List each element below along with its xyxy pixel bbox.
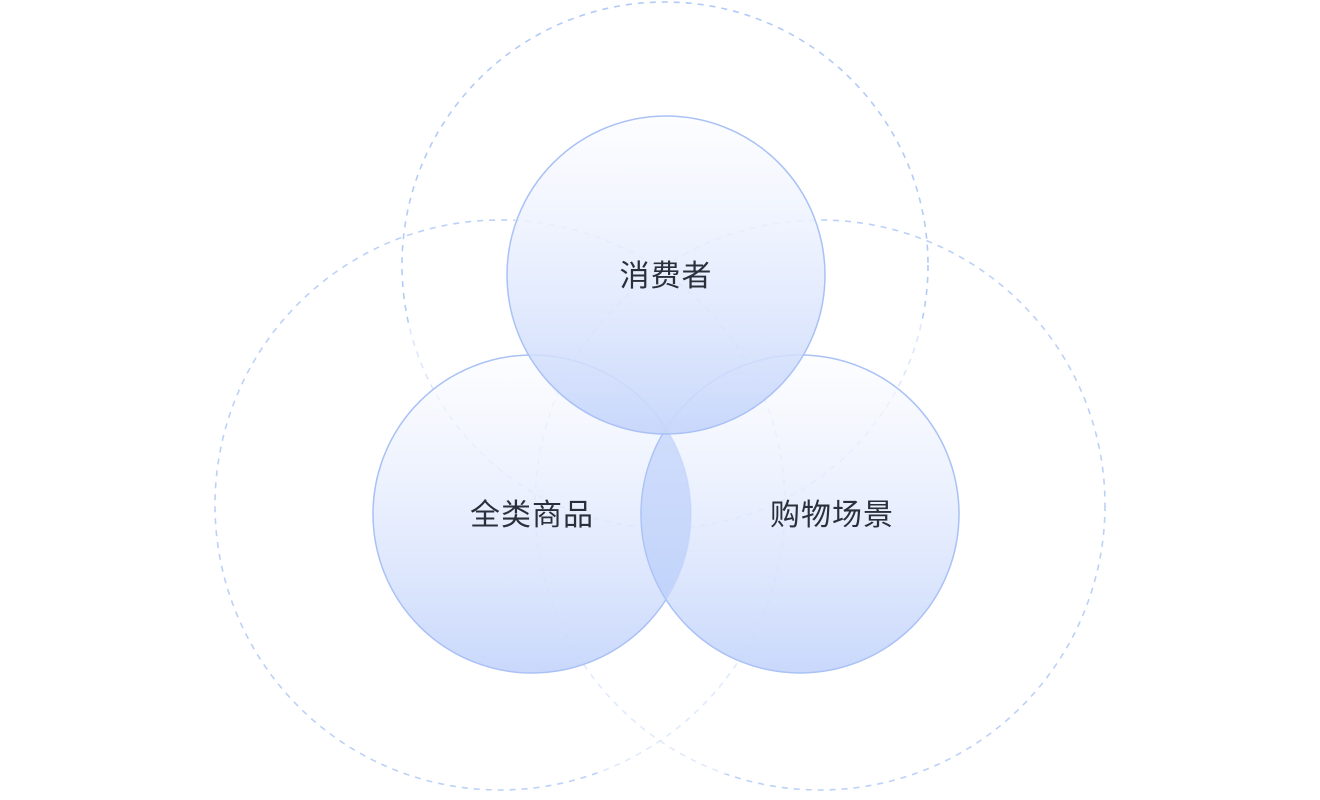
venn-circles [372,115,960,674]
outer-ring-right [534,219,1106,791]
venn-labels: 消费者 全类商品 购物场景 [470,259,894,533]
label-all-goods: 全类商品 [470,498,594,533]
circle-consumer [506,115,826,435]
label-shopping-scene: 购物场景 [770,498,894,533]
label-consumer: 消费者 [620,259,713,294]
